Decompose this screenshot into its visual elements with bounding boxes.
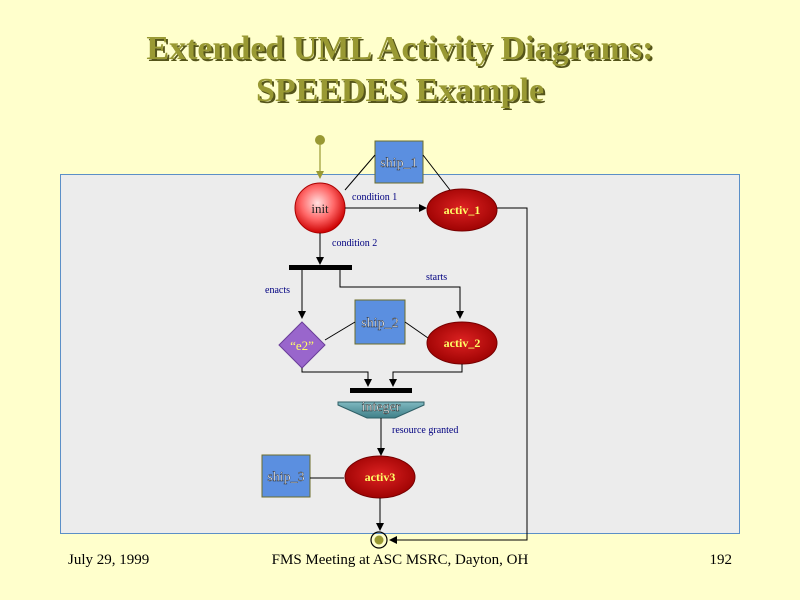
edge-activ-2-join: [389, 364, 463, 387]
ship-2-to-activ-2-link: [404, 321, 429, 339]
starts-label: starts: [426, 272, 447, 283]
e2-label: “e2”: [290, 338, 314, 353]
title-line-1: Extended UML Activity Diagrams:: [146, 30, 654, 67]
ship-1-to-activ-1-link: [422, 154, 451, 191]
activ3-node: activ3: [344, 455, 416, 499]
footer-page-number: 192: [709, 552, 733, 568]
activ-1-node: activ_1: [426, 188, 498, 232]
init-node: init: [294, 182, 346, 234]
ship-2-object: ship_2: [354, 299, 406, 345]
ship-1-object: ship_1: [374, 140, 424, 184]
final-node: [370, 531, 388, 549]
footer-date: July 29, 1999: [68, 552, 150, 568]
fork-bar: [289, 265, 352, 270]
ship-2-label: ship_2: [361, 316, 398, 331]
activ-1-label: activ_1: [444, 203, 481, 217]
init-label: init: [311, 201, 329, 216]
e2-event-node: “e2”: [278, 321, 326, 369]
activ3-label: activ3: [365, 470, 396, 484]
edge-fork-activ-2: [339, 270, 464, 319]
ship-3-label: ship_3: [267, 470, 304, 485]
activ-2-label: activ_2: [444, 336, 481, 350]
title-line-2: SPEEDES Example: [255, 72, 545, 109]
join-bar: [350, 388, 412, 393]
slide-title: Extended UML Activity Diagrams: SPEEDES …: [0, 28, 800, 112]
footer-meeting: FMS Meeting at ASC MSRC, Dayton, OH: [271, 552, 529, 568]
activ-2-node: activ_2: [426, 321, 498, 365]
ship-3-object: ship_3: [261, 454, 311, 498]
condition-2-label: condition 2: [332, 238, 377, 249]
integer-resource-node: integer: [337, 400, 425, 419]
edge-e2-join: [301, 368, 372, 387]
ship-2-to-e2-link: [324, 321, 356, 341]
condition-1-label: condition 1: [352, 192, 397, 203]
ship-1-label: ship_1: [380, 156, 417, 171]
ship-1-to-init-link: [344, 154, 376, 191]
integer-label: integer: [362, 400, 401, 415]
resource-granted-label: resource granted: [392, 425, 458, 436]
initial-node: [315, 135, 325, 145]
enacts-label: enacts: [265, 285, 290, 296]
edge-activ-1-final: [389, 207, 528, 544]
